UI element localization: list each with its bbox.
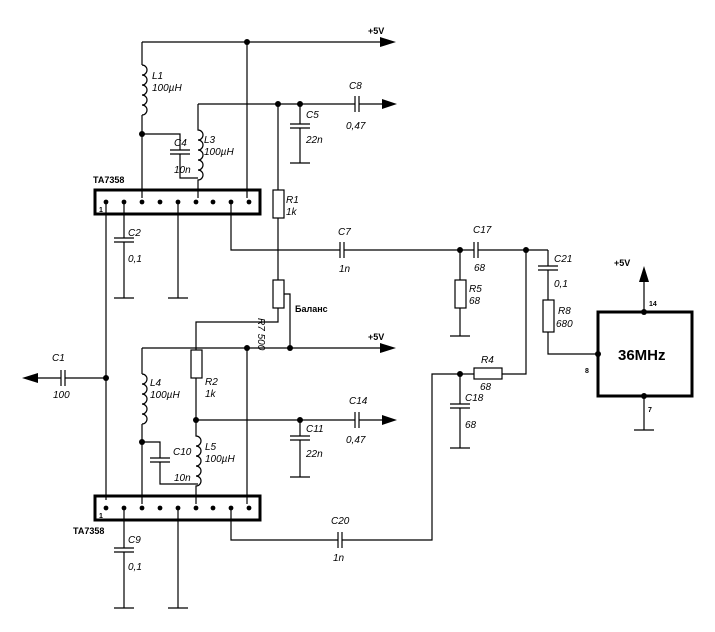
c2-ref: C2 xyxy=(128,228,141,239)
capacitor-c4 xyxy=(142,133,198,179)
c8-value: 0,47 xyxy=(346,121,366,132)
module-pin-out: 8 xyxy=(585,368,589,375)
c4-value: 10n xyxy=(174,165,191,176)
ic-bottom-name: TA7358 xyxy=(73,526,104,536)
c5-value: 22n xyxy=(305,135,323,146)
c18-ref: C18 xyxy=(465,393,484,404)
resistor-r8 xyxy=(542,299,596,355)
capacitor-c10 xyxy=(142,441,198,485)
module-pin-vcc: 14 xyxy=(649,301,657,308)
l3-ref: L3 xyxy=(204,135,216,146)
potentiometer-r7 xyxy=(195,279,291,350)
inductor-l5 xyxy=(195,420,202,504)
capacitor-c18 xyxy=(450,374,470,449)
r8-ref: R8 xyxy=(558,306,571,317)
top-vcc-rail xyxy=(141,37,396,198)
c8-ref: C8 xyxy=(349,81,362,92)
capacitor-c21 xyxy=(538,250,558,300)
module-pin-gnd: 7 xyxy=(648,407,652,414)
resistor-r4 xyxy=(473,367,503,380)
resistor-r5 xyxy=(450,250,470,337)
l1-ref: L1 xyxy=(152,71,163,82)
c17-value: 68 xyxy=(474,263,486,274)
l5-ref: L5 xyxy=(205,442,217,453)
c11-ref: C11 xyxy=(306,424,324,435)
module-36mhz xyxy=(595,266,694,431)
inductor-l4 xyxy=(139,373,148,504)
c17-ref: C17 xyxy=(473,225,492,236)
capacitor-c14 xyxy=(300,412,397,428)
c5-ref: C5 xyxy=(306,110,319,121)
bottom-vcc-label: +5V xyxy=(368,332,384,342)
c2-value: 0,1 xyxy=(128,254,142,265)
balance-label: Баланс xyxy=(295,304,328,314)
c11-value: 22n xyxy=(305,449,323,460)
l5-value: 100µH xyxy=(205,454,235,465)
l4-ref: L4 xyxy=(150,378,162,389)
c7-ref: C7 xyxy=(338,227,351,238)
ic-top-name: TA7358 xyxy=(93,175,124,185)
c20-value: 1n xyxy=(333,553,345,564)
r8-value: 680 xyxy=(556,319,573,330)
l1-value: 100µH xyxy=(152,83,182,94)
wire-c17-r4 xyxy=(502,250,527,375)
c20-ref: C20 xyxy=(331,516,350,527)
c21-ref: C21 xyxy=(554,254,572,265)
inductor-l1 xyxy=(139,64,148,198)
capacitor-c8 xyxy=(300,96,397,112)
bottom-pin2-c9 xyxy=(114,508,134,609)
bottom-out-line xyxy=(230,508,338,541)
capacitor-c17 xyxy=(473,242,548,258)
bottom-vcc-rail xyxy=(141,312,396,504)
ic-bottom-pin1: 1 xyxy=(99,513,103,520)
r4-ref: R4 xyxy=(481,355,494,366)
c21-value: 0,1 xyxy=(554,279,568,290)
r2-value: 1k xyxy=(205,389,217,400)
c14-value: 0,47 xyxy=(346,435,366,446)
r1-ref: R1 xyxy=(286,195,299,206)
top-pin5-ground xyxy=(168,202,188,299)
c10-ref: C10 xyxy=(173,447,192,458)
module-label: 36MHz xyxy=(618,347,666,364)
top-out-line xyxy=(230,202,340,251)
left-bus xyxy=(22,202,109,500)
r5-ref: R5 xyxy=(469,284,482,295)
r4-value: 68 xyxy=(480,382,492,393)
top-vcc-label: +5V xyxy=(368,26,384,36)
ic-top-pin1: 1 xyxy=(99,207,103,214)
c10-value: 10n xyxy=(174,473,191,484)
c18-value: 68 xyxy=(465,420,477,431)
capacitor-c7 xyxy=(339,242,474,258)
bottom-pin5-ground xyxy=(168,508,188,609)
r1-value: 1k xyxy=(286,207,298,218)
resistor-r1 xyxy=(272,104,285,280)
c1-value: 100 xyxy=(53,390,70,401)
capacitor-c5 xyxy=(290,104,310,164)
c4-ref: C4 xyxy=(174,138,187,149)
l3-value: 100µH xyxy=(204,147,234,158)
c7-value: 1n xyxy=(339,264,351,275)
r2-ref: R2 xyxy=(205,377,218,388)
c14-ref: C14 xyxy=(349,396,368,407)
c9-value: 0,1 xyxy=(128,562,142,573)
r5-value: 68 xyxy=(469,296,481,307)
capacitor-c20 xyxy=(337,371,474,548)
c1-ref: C1 xyxy=(52,353,65,364)
capacitor-c11 xyxy=(290,420,310,478)
l4-value: 100µH xyxy=(150,390,180,401)
r7-label: R7 500 xyxy=(255,318,266,351)
top-pin2-c2 xyxy=(114,202,134,299)
module-vcc-label: +5V xyxy=(614,258,630,268)
c9-ref: C9 xyxy=(128,535,141,546)
